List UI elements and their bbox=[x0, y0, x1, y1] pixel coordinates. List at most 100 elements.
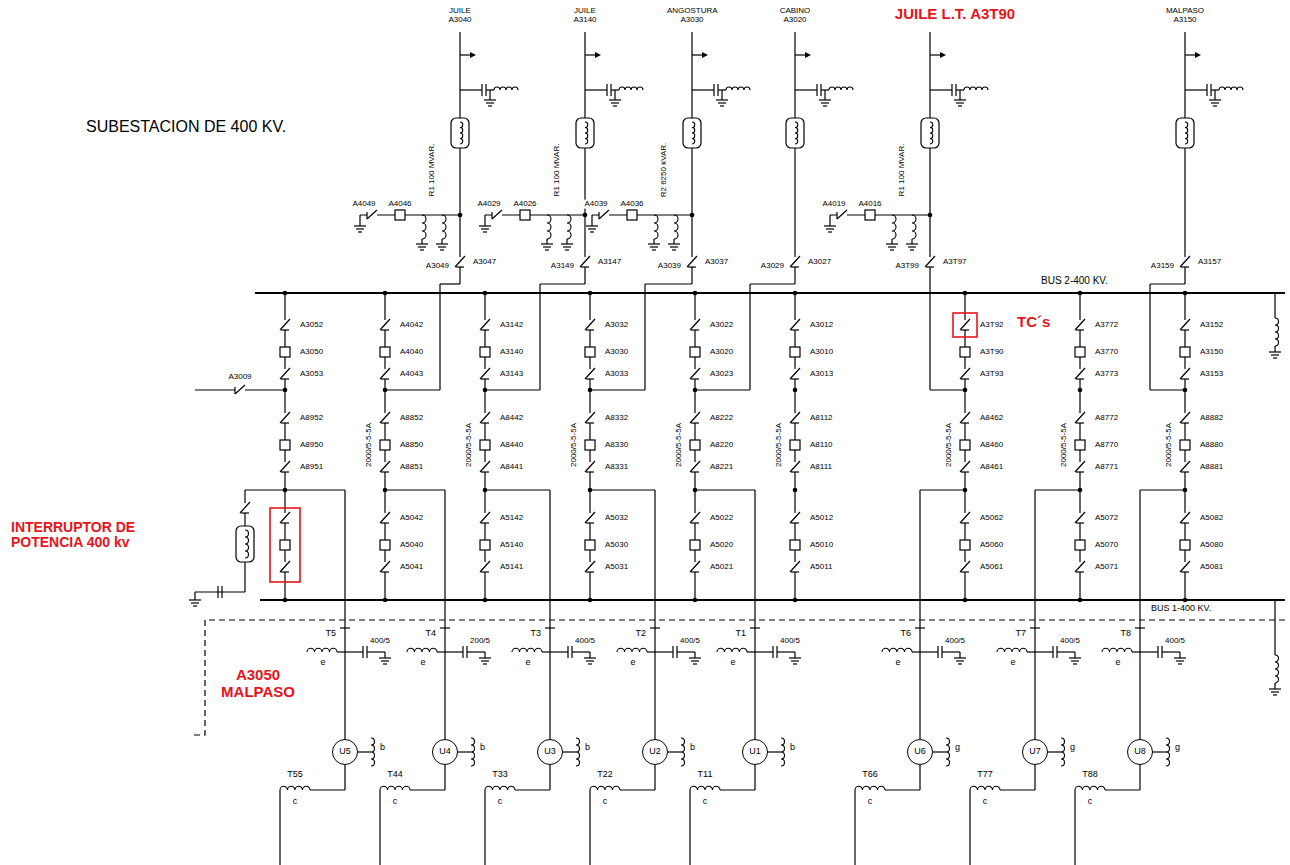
unit-name: U7 bbox=[1029, 747, 1041, 757]
ground-symbol bbox=[1069, 657, 1081, 658]
disconnect-switch bbox=[1076, 471, 1084, 472]
wire bbox=[959, 652, 960, 658]
disconnect-switch bbox=[281, 422, 289, 423]
breaker-symbol bbox=[1180, 440, 1190, 450]
ground-symbol bbox=[586, 660, 594, 661]
disconnect-switch bbox=[586, 571, 594, 572]
ground-symbol bbox=[479, 225, 491, 226]
transformer-id: T55 bbox=[286, 770, 304, 780]
unit-name: U4 bbox=[439, 747, 451, 757]
disconnect-switch bbox=[366, 212, 367, 219]
wire bbox=[721, 90, 722, 100]
wire bbox=[546, 239, 547, 244]
breaker-symbol bbox=[280, 347, 290, 357]
disconnect-switch bbox=[381, 378, 389, 379]
disconnect-switch bbox=[381, 422, 389, 423]
switch-id: A3039 bbox=[657, 262, 682, 271]
switch-id: A4039 bbox=[583, 200, 608, 209]
ground-symbol bbox=[541, 243, 553, 244]
disconnect-switch bbox=[791, 571, 799, 572]
disconnect-switch bbox=[790, 512, 800, 523]
disconnect-switch bbox=[791, 266, 799, 267]
ground-symbol bbox=[718, 102, 726, 103]
switch-id: A8852 bbox=[399, 414, 424, 423]
wire bbox=[720, 789, 755, 790]
switch-id: A3772 bbox=[1094, 321, 1119, 330]
line-trap bbox=[576, 118, 594, 148]
auxiliary-transformer bbox=[590, 786, 620, 790]
ground-symbol bbox=[584, 657, 596, 658]
disconnect-switch bbox=[580, 256, 590, 267]
breaker-id: A8220 bbox=[709, 441, 734, 450]
arrow-symbol bbox=[805, 52, 811, 58]
disconnect-switch bbox=[1076, 571, 1084, 572]
breaker-id: A8850 bbox=[399, 441, 424, 450]
transformer-mark bbox=[340, 627, 350, 628]
disconnect-switch bbox=[1076, 522, 1084, 523]
disconnect-switch bbox=[481, 522, 489, 523]
shunt-reactor bbox=[1275, 318, 1279, 346]
junction-dot bbox=[283, 291, 288, 296]
disconnect-switch bbox=[1181, 378, 1189, 379]
wire bbox=[673, 239, 674, 244]
unit-name: U2 bbox=[649, 747, 661, 757]
wire bbox=[747, 651, 755, 652]
wire bbox=[585, 89, 607, 90]
auxiliary-transformer bbox=[485, 786, 515, 790]
ct-ratio: 2000/5-5-5A bbox=[570, 422, 579, 468]
wire bbox=[920, 489, 965, 490]
wire bbox=[854, 790, 855, 865]
ground-symbol bbox=[438, 246, 446, 247]
breaker-symbol bbox=[585, 347, 595, 357]
ground-symbol bbox=[488, 105, 492, 106]
junction-dot bbox=[793, 291, 798, 296]
breaker-id: A3770 bbox=[1094, 348, 1119, 357]
switch-id: A4042 bbox=[399, 321, 424, 330]
switch-id: A3027 bbox=[807, 258, 832, 267]
switch-id: A4043 bbox=[399, 370, 424, 379]
ground-symbol bbox=[910, 249, 914, 250]
ground-symbol bbox=[789, 657, 801, 658]
disconnect-switch bbox=[281, 329, 289, 330]
ground-symbol bbox=[720, 105, 724, 106]
junction-dot bbox=[383, 291, 388, 296]
ct-ratio: 400/5 bbox=[369, 637, 391, 646]
disconnect-switch bbox=[585, 561, 595, 572]
breaker-id: A8110 bbox=[809, 441, 834, 450]
transformer-id: T8 bbox=[1119, 629, 1132, 639]
ground-symbol bbox=[486, 102, 494, 103]
wire bbox=[1074, 652, 1075, 658]
disconnect-switch bbox=[790, 412, 800, 423]
winding-letter: c bbox=[982, 797, 989, 807]
wire bbox=[344, 765, 345, 790]
ground-symbol bbox=[565, 249, 569, 250]
switch-id: A3012 bbox=[809, 321, 834, 330]
dashed-line bbox=[190, 620, 1285, 735]
ground-symbol bbox=[824, 225, 836, 226]
wire bbox=[379, 790, 380, 865]
disconnect-switch bbox=[790, 319, 800, 330]
breaker-symbol bbox=[1075, 347, 1085, 357]
wire bbox=[620, 789, 655, 790]
switch-id: A5031 bbox=[604, 563, 629, 572]
ground-symbol bbox=[588, 663, 592, 664]
disconnect-switch bbox=[491, 212, 492, 219]
wire bbox=[689, 790, 690, 865]
disconnect-switch bbox=[1075, 368, 1085, 379]
transformer-mark bbox=[1135, 627, 1145, 628]
disconnect-switch bbox=[691, 571, 699, 572]
switch-id: A4019 bbox=[821, 200, 846, 209]
generator-circle: U7 bbox=[1022, 739, 1048, 765]
ground-symbol bbox=[481, 660, 489, 661]
reactor-rating: R1 100 MVAR. bbox=[428, 143, 437, 198]
disconnect-switch bbox=[791, 471, 799, 472]
excitation-transformer bbox=[1166, 738, 1170, 766]
wire bbox=[885, 789, 920, 790]
junction-dot bbox=[1183, 291, 1188, 296]
reactor-symbol bbox=[442, 215, 446, 239]
breaker-symbol bbox=[1180, 347, 1190, 357]
line-trap bbox=[236, 526, 254, 562]
wire bbox=[550, 651, 568, 652]
wire bbox=[653, 239, 654, 244]
switch-id: A8442 bbox=[499, 414, 524, 423]
